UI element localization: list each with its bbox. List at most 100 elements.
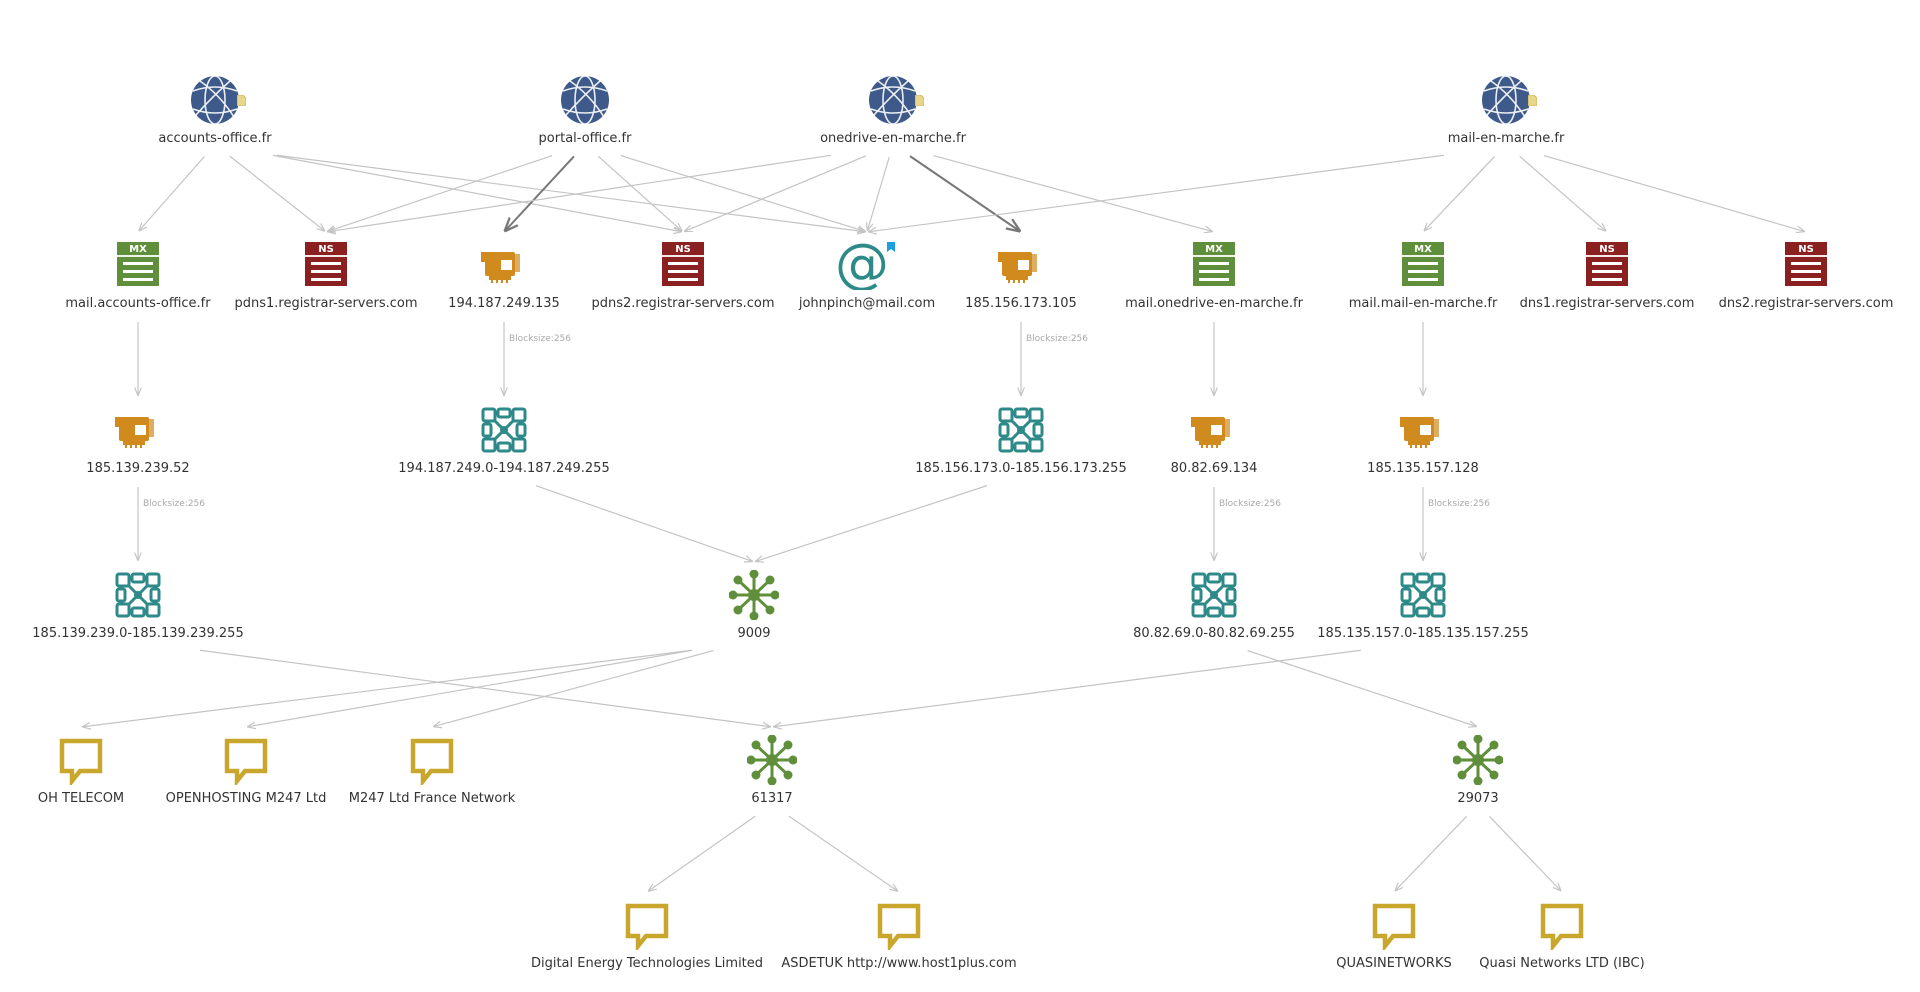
node-label: 185.139.239.52 — [86, 461, 190, 476]
edge-link[interactable] — [505, 155, 575, 230]
edge-link[interactable] — [1424, 156, 1496, 230]
note-icon — [914, 91, 925, 107]
node-phrase[interactable]: ASDETUK http://www.host1plus.com — [781, 900, 1017, 980]
edge-label: Blocksize:256 — [1219, 499, 1282, 509]
edge-link[interactable] — [685, 155, 867, 231]
node-netblock[interactable]: 80.82.69.0-80.82.69.255 — [1133, 570, 1295, 650]
mx-record-icon: MX — [1398, 240, 1448, 294]
node-mx[interactable]: MX mail.accounts-office.fr — [65, 240, 211, 320]
node-label: 185.156.173.0-185.156.173.255 — [915, 461, 1127, 476]
edge-link[interactable] — [229, 155, 325, 231]
node-label: 185.135.157.128 — [1367, 461, 1479, 476]
edge-link[interactable] — [434, 649, 714, 727]
edge-link[interactable] — [1247, 650, 1477, 727]
node-mx[interactable]: MX mail.onedrive-en-marche.fr — [1125, 240, 1303, 320]
node-as[interactable]: 61317 — [742, 734, 802, 815]
netblock-icon — [1189, 570, 1239, 624]
node-ip[interactable]: 185.139.239.52 — [86, 405, 190, 485]
edges-layer — [83, 154, 1804, 891]
mx-record-icon: MX — [113, 240, 163, 294]
netblock-icon — [996, 405, 1046, 459]
node-domain[interactable]: portal-office.fr — [539, 75, 631, 155]
edge-link[interactable] — [199, 649, 770, 726]
node-ip[interactable]: 185.135.157.128 — [1367, 405, 1479, 485]
node-ip[interactable]: 194.187.249.135 — [448, 240, 560, 320]
node-label: 29073 — [1457, 791, 1499, 806]
node-netblock[interactable]: 185.156.173.0-185.156.173.255 — [915, 405, 1127, 485]
speech-bubble-icon — [221, 735, 271, 789]
node-netblock[interactable]: 194.187.249.0-194.187.249.255 — [398, 405, 610, 485]
node-label: QUASINETWORKS — [1336, 956, 1452, 971]
autonomous-system-icon — [746, 734, 798, 789]
node-label: M247 Ltd France Network — [348, 791, 516, 806]
edge-link[interactable] — [83, 649, 693, 727]
node-ns[interactable]: NS pdns1.registrar-servers.com — [234, 240, 418, 320]
node-mx[interactable]: MX mail.mail-en-marche.fr — [1349, 240, 1497, 320]
edge-link[interactable] — [276, 154, 865, 231]
node-label: mail-en-marche.fr — [1447, 131, 1565, 146]
node-netblock[interactable]: 185.135.157.0-185.135.157.255 — [1317, 570, 1529, 650]
node-label: 80.82.69.0-80.82.69.255 — [1133, 626, 1295, 641]
edge-link[interactable] — [139, 156, 205, 231]
note-icon — [236, 91, 247, 107]
edge-link[interactable] — [1489, 816, 1560, 890]
ns-record-icon: NS — [658, 240, 708, 294]
node-phrase[interactable]: Digital Energy Technologies Limited — [531, 900, 763, 980]
node-ip[interactable]: 80.82.69.134 — [1171, 405, 1257, 485]
node-ns[interactable]: NS pdns2.registrar-servers.com — [591, 240, 775, 320]
node-email[interactable]: @ johnpinch@mail.com — [799, 232, 935, 320]
node-domain[interactable]: onedrive-en-marche.fr — [820, 75, 966, 155]
node-phrase[interactable]: OH TELECOM — [38, 735, 124, 815]
node-phrase[interactable]: Quasi Networks LTD (IBC) — [1479, 900, 1645, 980]
globe-icon — [560, 75, 610, 129]
svg-text:NS: NS — [1599, 244, 1615, 255]
edge-link[interactable] — [597, 155, 681, 230]
node-phrase[interactable]: M247 Ltd France Network — [349, 735, 515, 815]
node-domain[interactable]: accounts-office.fr — [158, 75, 272, 155]
ns-record-icon: NS — [301, 240, 351, 294]
edge-link[interactable] — [248, 649, 693, 726]
node-label: Quasi Networks LTD (IBC) — [1479, 956, 1645, 971]
svg-text:@: @ — [837, 240, 889, 290]
edge-link[interactable] — [1519, 155, 1606, 230]
edge-link[interactable] — [328, 154, 832, 231]
edge-link[interactable] — [788, 815, 897, 891]
edge-link[interactable] — [869, 154, 1445, 231]
mx-record-icon: MX — [1189, 240, 1239, 294]
edge-link[interactable] — [535, 485, 752, 562]
speech-bubble-icon — [874, 900, 924, 954]
node-ns[interactable]: NS dns2.registrar-servers.com — [1719, 240, 1893, 320]
edge-link[interactable] — [1395, 816, 1467, 890]
node-label: mail.accounts-office.fr — [65, 296, 211, 311]
speech-bubble-icon — [407, 735, 457, 789]
node-as[interactable]: 29073 — [1448, 734, 1508, 815]
node-ip[interactable]: 185.156.173.105 — [965, 240, 1077, 320]
node-phrase[interactable]: OPENHOSTING M247 Ltd — [166, 735, 326, 815]
note-icon — [1527, 91, 1538, 107]
svg-text:NS: NS — [318, 244, 334, 255]
edge-link[interactable] — [909, 155, 1019, 231]
edge-link[interactable] — [756, 485, 988, 562]
network-card-icon — [113, 405, 163, 459]
node-label: 185.156.173.105 — [965, 296, 1077, 311]
edge-link[interactable] — [1543, 154, 1804, 232]
node-ns[interactable]: NS dns1.registrar-servers.com — [1520, 240, 1694, 320]
edge-link[interactable] — [774, 649, 1362, 726]
node-as[interactable]: 9009 — [724, 569, 784, 650]
node-domain[interactable]: mail-en-marche.fr — [1448, 75, 1564, 155]
network-card-icon — [1398, 405, 1448, 459]
node-label: pdns1.registrar-servers.com — [234, 296, 418, 311]
node-phrase[interactable]: QUASINETWORKS — [1336, 900, 1452, 980]
edge-link[interactable] — [868, 156, 890, 230]
node-label: 80.82.69.134 — [1170, 461, 1258, 476]
svg-text:MX: MX — [1205, 244, 1223, 255]
edge-link[interactable] — [620, 155, 865, 232]
edge-link[interactable] — [649, 815, 756, 891]
edge-label: Blocksize:256 — [143, 499, 206, 509]
edge-link[interactable] — [933, 154, 1212, 232]
network-card-icon — [479, 240, 529, 294]
netblock-icon — [113, 570, 163, 624]
edge-link[interactable] — [328, 155, 553, 232]
node-netblock[interactable]: 185.139.239.0-185.139.239.255 — [32, 570, 244, 650]
edge-link[interactable] — [273, 154, 681, 231]
